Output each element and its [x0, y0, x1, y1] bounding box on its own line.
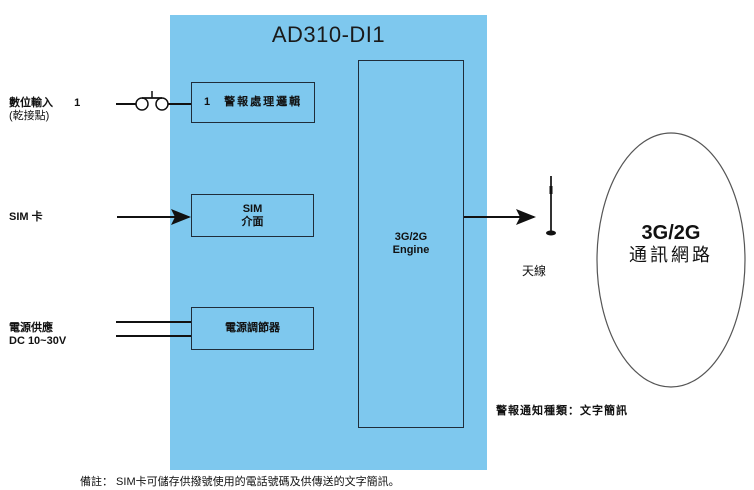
antenna-icon — [546, 176, 556, 236]
alarm-logic-label: 警報處理邏輯 — [224, 96, 303, 108]
power-sub: DC 10~30V — [9, 335, 67, 347]
power-label-group: 電源供應 DC 10~30V — [9, 322, 66, 348]
dry-contact-switch-icon — [116, 91, 191, 111]
sim-interface-line1: SIM — [242, 202, 263, 215]
digital-input-label: 數位輸入 — [9, 97, 53, 109]
alarm-type-label: 警報通知種類：文字簡訊 — [496, 405, 628, 417]
sim-interface-block: SIM 介面 — [191, 194, 314, 237]
engine-line1: 3G/2G — [394, 231, 428, 243]
network-label-group: 3G/2G 通訊網路 — [597, 222, 745, 268]
sim-card-label: SIM 卡 — [9, 211, 43, 223]
power-regulator-block: 電源調節器 — [191, 307, 314, 350]
power-regulator-label: 電源調節器 — [225, 322, 280, 334]
device-title: AD310-DI1 — [271, 22, 386, 47]
digital-input-number: 1 — [74, 97, 81, 109]
digital-input-sub: (乾接點) — [9, 110, 50, 122]
engine-block: 3G/2G Engine — [358, 60, 464, 428]
antenna-label: 天線 — [522, 264, 547, 278]
power-label: 電源供應 — [9, 322, 53, 334]
network-line2: 通訊網路 — [629, 245, 713, 266]
device-enclosure — [170, 15, 487, 470]
engine-line2: Engine — [392, 244, 430, 256]
footnote: 備註： SIM卡可儲存供撥號使用的電話號碼及供傳送的文字簡訊。 — [80, 476, 400, 488]
alarm-logic-number: 1 — [204, 96, 211, 108]
alarm-logic-block: 1 警報處理邏輯 — [191, 82, 315, 123]
network-line1: 3G/2G — [641, 222, 701, 244]
digital-input-label-group: 數位輸入 1 (乾接點) — [9, 97, 80, 123]
sim-interface-line2: 介面 — [241, 215, 264, 228]
network-ellipse — [596, 132, 746, 388]
